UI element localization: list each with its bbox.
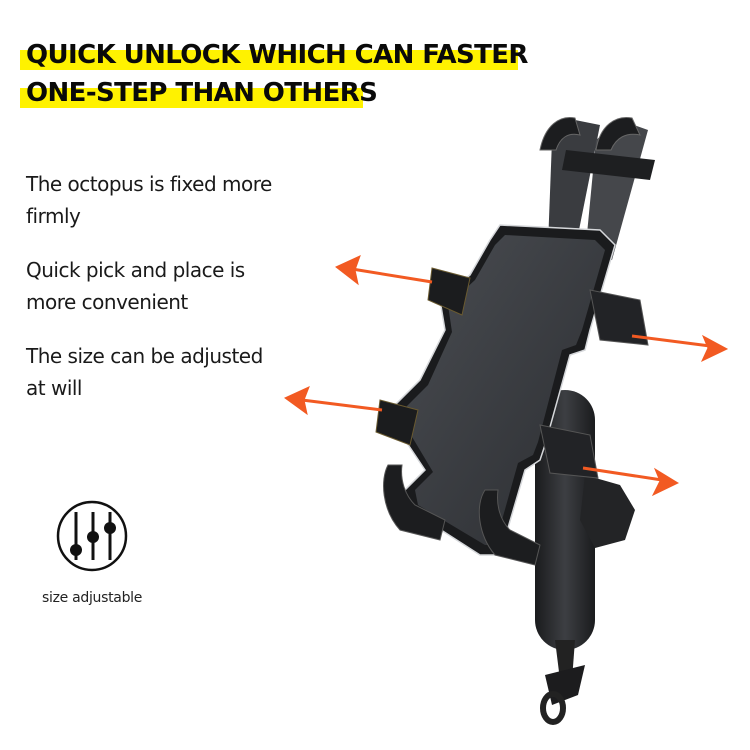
expand-arrow bbox=[631, 334, 729, 363]
highlight-bar bbox=[20, 88, 363, 108]
top-arm bbox=[539, 116, 655, 260]
expand-arrow bbox=[335, 255, 433, 286]
expand-arrow bbox=[284, 386, 383, 416]
sliders-adjust-icon bbox=[56, 500, 128, 572]
expand-arrow bbox=[582, 466, 680, 497]
feature-item: Quick pick and place is more convenient bbox=[26, 254, 245, 318]
side-clamp bbox=[375, 267, 649, 479]
feature-item: The octopus is fixed more firmly bbox=[26, 168, 272, 232]
feature-text: firmly bbox=[26, 204, 81, 228]
feature-text: at will bbox=[26, 376, 82, 400]
headline-line-2: ONE-STEP THAN OTHERS bbox=[20, 76, 528, 114]
headline-text-2: ONE-STEP THAN OTHERS bbox=[26, 78, 378, 108]
headline: QUICK UNLOCK WHICH CAN FASTER ONE-STEP T… bbox=[20, 38, 528, 114]
feature-text: more convenient bbox=[26, 290, 188, 314]
headline-text-1: QUICK UNLOCK WHICH CAN FASTER bbox=[26, 40, 528, 70]
feature-text: The size can be adjusted bbox=[26, 344, 263, 368]
feature-text: Quick pick and place is bbox=[26, 258, 245, 282]
icon-caption: size adjustable bbox=[42, 590, 143, 606]
headline-line-1: QUICK UNLOCK WHICH CAN FASTER bbox=[20, 38, 528, 76]
bottom-hook bbox=[383, 464, 541, 566]
feature-text: The octopus is fixed more bbox=[26, 172, 272, 196]
highlight-bar bbox=[20, 50, 518, 70]
feature-item: The size can be adjusted at will bbox=[26, 340, 263, 404]
